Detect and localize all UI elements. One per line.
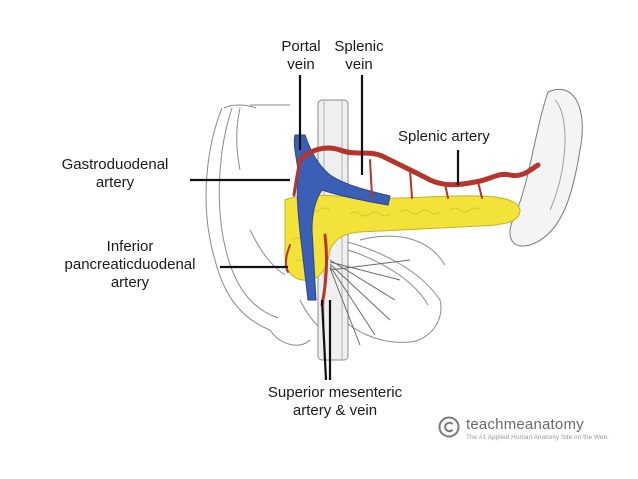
brand-tagline: The #1 Applied Human Anatomy Site on the… — [466, 434, 609, 441]
pancreas-body — [284, 194, 521, 281]
label-splenic-vein: Splenic vein — [326, 38, 392, 74]
label-gastroduodenal-line1: Gastroduodenal — [61, 156, 169, 173]
label-inferior-line2: pancreaticduodenal — [64, 256, 196, 273]
splenic-artery-shape — [297, 145, 541, 188]
copyright-circle-icon — [438, 416, 460, 438]
label-inferior-pancreaticoduodenal-artery: Inferior pancreaticduodenal artery — [40, 238, 220, 292]
label-sma-line1: Superior mesenteric — [267, 384, 403, 401]
label-superior-mesenteric: Superior mesenteric artery & vein — [250, 384, 420, 420]
label-splenic-vein-line2: vein — [345, 56, 373, 73]
label-gastroduodenal-artery: Gastroduodenal artery — [40, 156, 190, 192]
brand-name: teachmeanatomy — [466, 416, 584, 433]
label-portal-vein-line1: Portal — [281, 38, 321, 55]
brand-logo: teachmeanatomy The #1 Applied Human Anat… — [438, 414, 628, 446]
label-splenic-artery: Splenic artery — [398, 128, 490, 145]
label-splenic-vein-line1: Splenic — [334, 38, 384, 55]
label-sma-line2: artery & vein — [292, 402, 378, 419]
arteries — [284, 145, 541, 307]
leader-sma — [320, 299, 328, 381]
label-portal-vein-line2: vein — [287, 56, 315, 73]
label-inferior-line3: artery — [110, 274, 150, 291]
label-portal-vein: Portal vein — [270, 38, 332, 74]
label-gastroduodenal-line2: artery — [95, 174, 135, 191]
leader-lines — [190, 75, 460, 381]
label-inferior-line1: Inferior — [106, 238, 154, 255]
